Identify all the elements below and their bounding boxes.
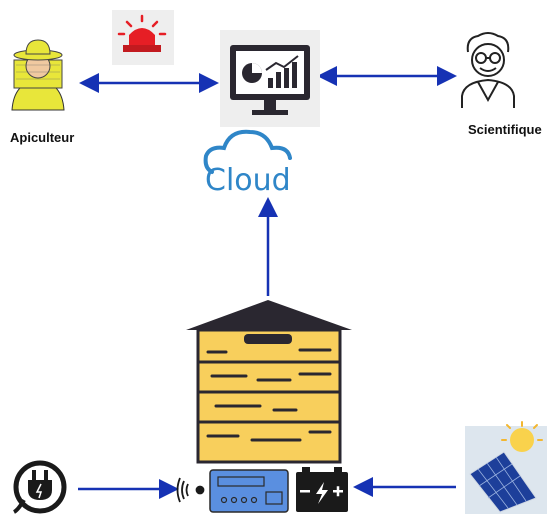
monitor-dashboard-icon	[220, 30, 320, 127]
scientist-icon	[461, 32, 515, 108]
cloud-label: Cloud	[205, 163, 291, 198]
alarm-siren-icon	[112, 10, 174, 65]
scientist-label: Scientifique	[468, 122, 542, 137]
wireless-signal-icon	[176, 477, 205, 503]
circuit-board-icon	[209, 469, 289, 513]
solar-panel-icon	[465, 421, 547, 514]
power-plug-icon	[12, 460, 67, 514]
battery-icon	[296, 467, 348, 512]
beehive-icon	[186, 300, 352, 464]
cloud-icon	[203, 129, 292, 174]
beekeeper-label: Apiculteur	[10, 130, 75, 145]
beekeeper-icon	[11, 39, 65, 111]
